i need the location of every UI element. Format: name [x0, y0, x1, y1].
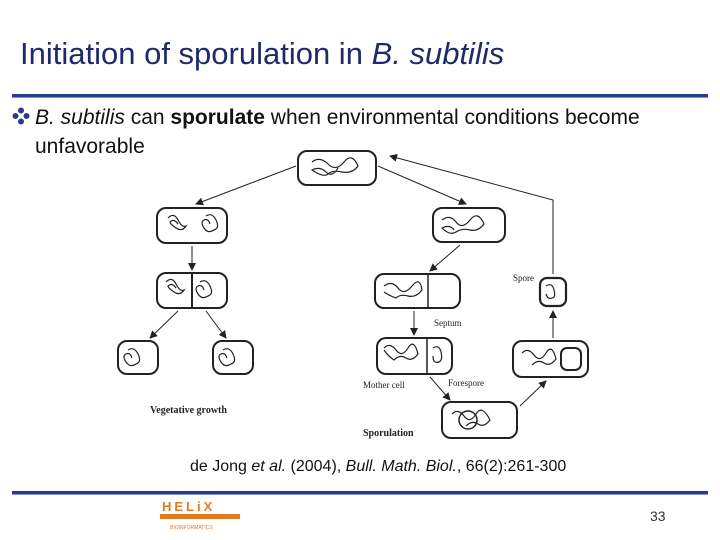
title-prefix: Initiation of sporulation in — [20, 36, 372, 71]
arrow-to-mother-spore — [519, 380, 547, 407]
bullet-text: B. subtilis can sporulate when environme… — [35, 103, 695, 161]
citation-caption: de Jong et al. (2004), Bull. Math. Biol.… — [190, 458, 566, 476]
mother-cell-forespore — [376, 337, 453, 375]
arrow-to-engulfment — [429, 376, 451, 401]
logo-subtitle: BIOINFORMATICS — [170, 525, 213, 531]
bullet-text-mid: can — [124, 106, 171, 129]
helix-logo: HELiX BIOINFORMATICS — [160, 499, 240, 531]
caption-etal: et al. — [251, 458, 287, 475]
mother-cell-with-spore — [512, 340, 589, 378]
arrow-to-sporulation — [377, 165, 467, 205]
label-spore: Spore — [513, 273, 534, 283]
title-species: B. subtilis — [371, 36, 505, 71]
top-cell — [297, 150, 377, 186]
caption-volume: , 66(2):261-300 — [456, 458, 567, 475]
title-divider — [12, 94, 708, 97]
arrow-to-septum — [429, 244, 461, 272]
caption-authors: de Jong — [190, 458, 252, 475]
arrow-germination — [389, 153, 554, 274]
daughter-cell-left — [117, 340, 159, 375]
sporulation-cell-1 — [432, 207, 506, 243]
page-number: 33 — [650, 508, 666, 524]
label-septum: Septum — [434, 318, 462, 328]
released-spore — [538, 276, 568, 308]
vegetative-cell-2 — [156, 272, 228, 309]
sporulation-cell-septum — [374, 273, 461, 309]
bullet-bold-term: sporulate — [170, 106, 265, 129]
logo-bar — [160, 514, 240, 519]
engulfment-cell — [441, 401, 518, 439]
arrow-to-vegetative — [195, 165, 297, 206]
footer-divider — [12, 491, 708, 494]
diamond-bullet-icon — [12, 107, 30, 125]
footer-divider-shadow — [12, 494, 708, 495]
label-vegetative-growth: Vegetative growth — [150, 405, 227, 416]
label-sporulation: Sporulation — [363, 428, 414, 439]
caption-year: (2004), — [286, 458, 346, 475]
caption-journal: Bull. Math. Biol. — [345, 458, 457, 475]
slide-title: Initiation of sporulation in B. subtilis — [20, 36, 504, 72]
bullet-species: B. subtilis — [35, 106, 125, 129]
arrow-daughter-right — [205, 310, 227, 339]
sporulation-diagram: Spore Septum Mother cell Forespore Veget… — [117, 150, 589, 439]
title-divider-shadow — [12, 97, 708, 98]
vegetative-cell-1 — [156, 207, 228, 244]
arrow-daughter-left — [149, 310, 179, 339]
label-forespore: Forespore — [448, 378, 484, 388]
logo-word: HELiX — [162, 499, 215, 514]
label-mother-cell: Mother cell — [363, 380, 405, 390]
daughter-cell-right — [212, 340, 254, 375]
bullet-text-end: when environmental conditions become unf… — [35, 106, 640, 158]
